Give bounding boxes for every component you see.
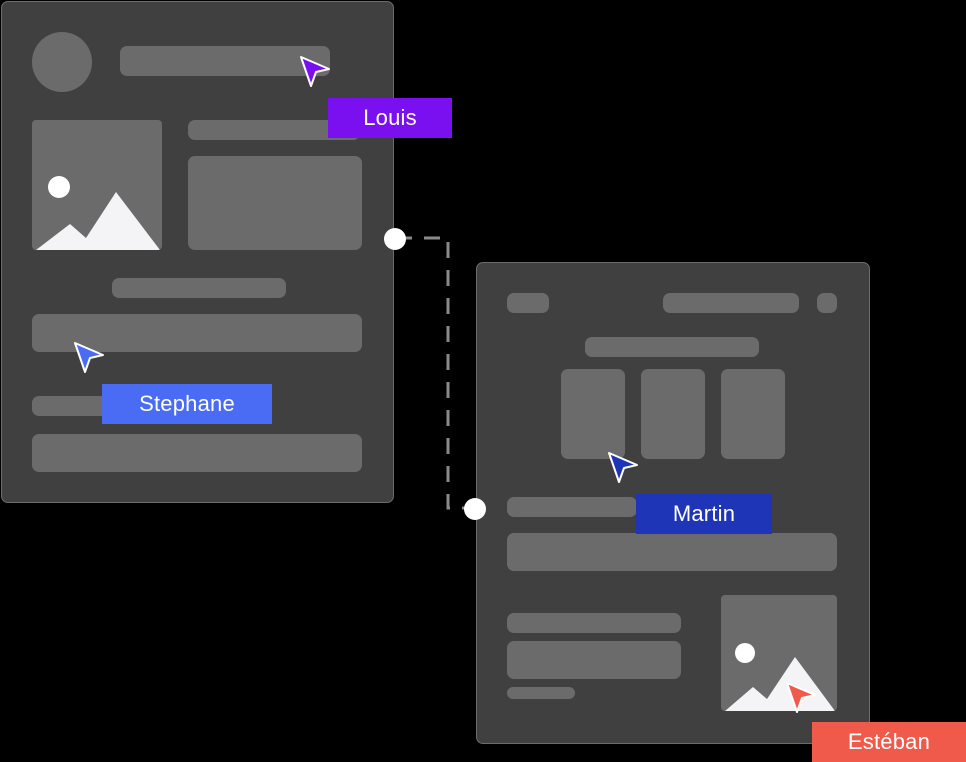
- input-bar-placeholder: [32, 314, 362, 352]
- image-placeholder-icon: [36, 176, 160, 250]
- logo-placeholder: [507, 293, 549, 313]
- collaborator-tag-louis: Louis: [328, 98, 452, 138]
- header-title-placeholder: [120, 46, 330, 76]
- cursor-esteban-icon: [786, 682, 816, 713]
- cursor-martin-icon: [608, 452, 638, 483]
- label-placeholder: [32, 396, 112, 416]
- image-placeholder-left: [32, 120, 162, 250]
- label-placeholder: [507, 497, 637, 517]
- wireframe-card-right[interactable]: [476, 262, 870, 744]
- short-line-placeholder: [507, 687, 575, 699]
- tile-placeholder: [561, 369, 625, 459]
- collaborator-tag-martin: Martin: [636, 494, 772, 534]
- input-bar-placeholder: [507, 533, 837, 571]
- connection-node-start[interactable]: [384, 228, 406, 250]
- cursor-louis-icon: [300, 56, 330, 87]
- collaborator-tag-stephane: Stephane: [102, 384, 272, 424]
- nav-placeholder: [663, 293, 799, 313]
- tile-placeholder: [641, 369, 705, 459]
- cursor-stephane-icon: [74, 342, 104, 373]
- text-line-placeholder: [112, 278, 286, 298]
- text-line-placeholder: [188, 120, 360, 140]
- input-bar-placeholder: [32, 434, 362, 472]
- text-line-placeholder: [507, 613, 681, 633]
- content-block-placeholder: [188, 156, 362, 250]
- menu-placeholder: [817, 293, 837, 313]
- connection-node-end[interactable]: [464, 498, 486, 520]
- avatar-placeholder: [32, 32, 92, 92]
- content-block-placeholder: [507, 641, 681, 679]
- connector-dashed-line: [396, 236, 474, 510]
- wireframe-card-left[interactable]: [1, 1, 394, 503]
- image-placeholder-right: [721, 595, 837, 711]
- tile-placeholder: [721, 369, 785, 459]
- section-title-placeholder: [585, 337, 759, 357]
- image-placeholder-icon: [725, 643, 835, 711]
- collaborator-tag-esteban: Estéban: [812, 722, 966, 762]
